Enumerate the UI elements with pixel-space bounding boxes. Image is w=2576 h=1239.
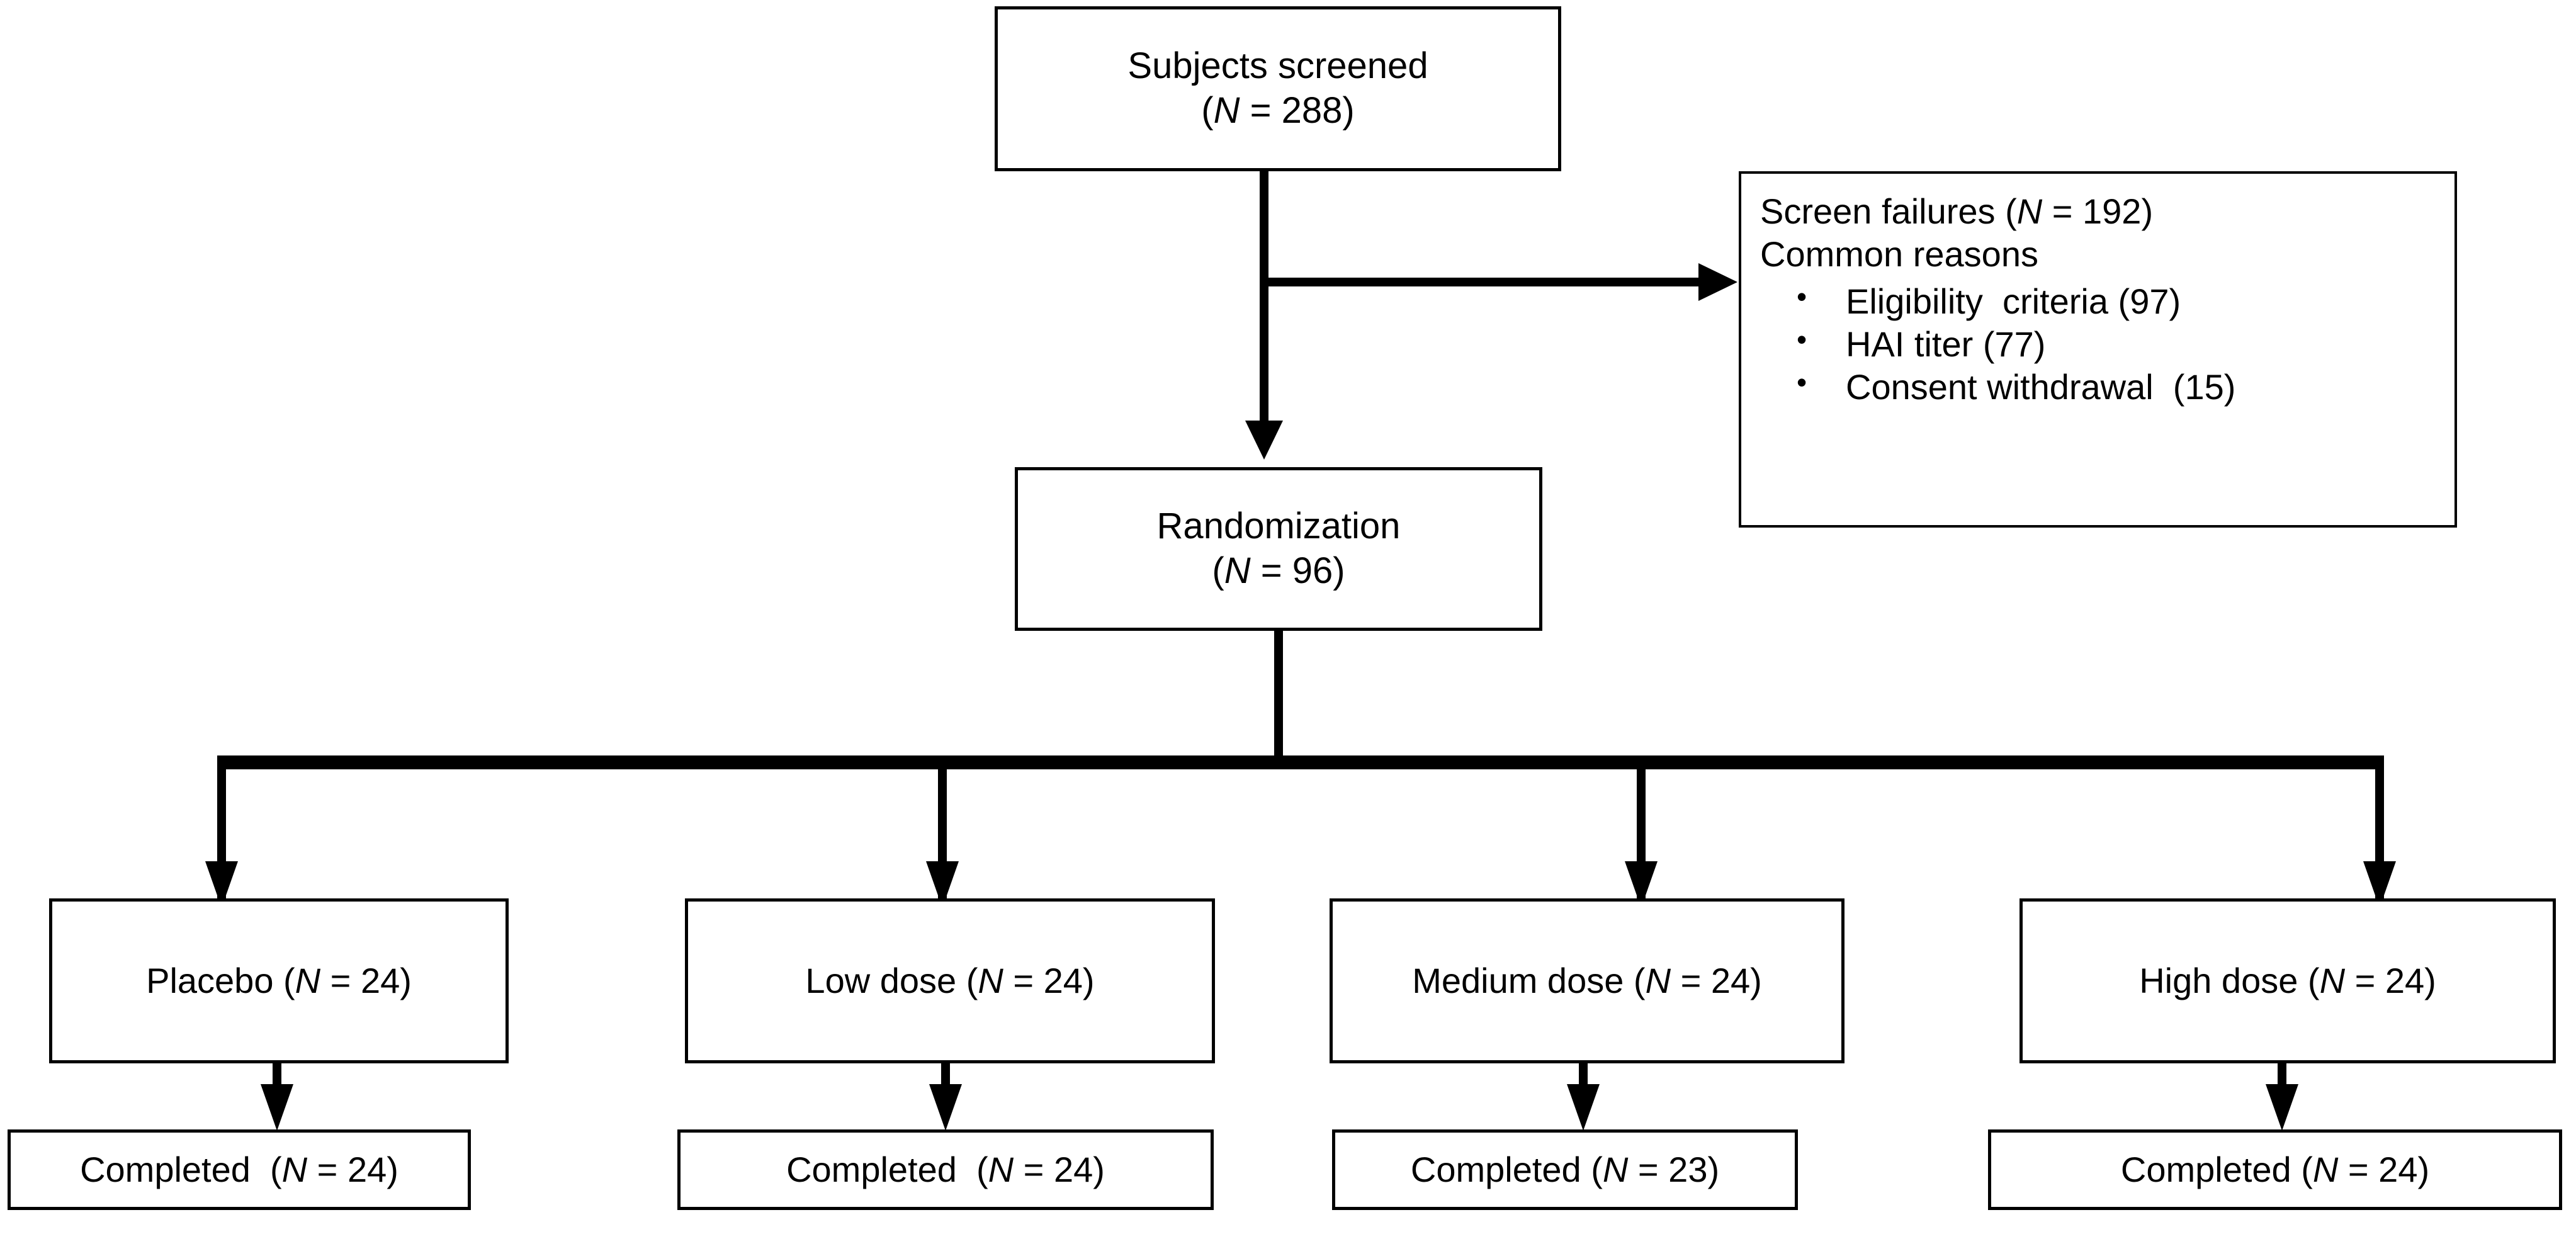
node-arm-placebo: Placebo (N = 24) [49,898,509,1063]
completed-label: Completed (N = 24) [786,1148,1105,1191]
node-subjects-screened: Subjects screened (N = 288) [995,6,1561,171]
arm-label-prefix: Medium dose ( [1412,960,1646,1000]
arm-label-prefix: Placebo ( [146,960,295,1000]
arrowhead-screen-failures [1698,263,1737,301]
completed-label-suffix: = 24) [307,1149,398,1189]
n-symbol: N [2016,191,2043,231]
arrowhead-randomization [1245,421,1283,460]
arrowhead-completed-low-dose [929,1084,962,1131]
completed-label-prefix: Completed ( [786,1149,988,1189]
subjects-screened-label: Subjects screened [1127,45,1428,87]
n-symbol: N [978,960,1003,1000]
n-symbol: N [1602,1149,1629,1189]
randomization-count: (N = 96) [1212,550,1345,591]
arm-label: Placebo (N = 24) [146,959,412,1002]
arm-label: Medium dose (N = 24) [1412,959,1762,1002]
node-randomization: Randomization (N = 96) [1015,467,1542,631]
completed-label: Completed (N = 24) [80,1148,398,1191]
arm-label-suffix: = 24) [320,960,412,1000]
node-arm-medium-dose: Medium dose (N = 24) [1330,898,1844,1063]
screen-failure-reasons-list: Eligibility criteria (97) HAI titer (77)… [1760,279,2235,409]
randomization-label: Randomization [1156,506,1401,547]
completed-label-suffix: = 23) [1628,1149,1720,1189]
arm-label-prefix: Low dose ( [805,960,978,1000]
connector-screened-to-screenfailures [1260,278,1700,286]
arm-label-suffix: = 24) [2345,960,2436,1000]
n-symbol: N [1224,550,1251,591]
list-item: HAI titer (77) [1797,322,2235,366]
n-symbol: N [1213,90,1240,131]
arm-label-suffix: = 24) [1671,960,1762,1000]
node-completed-low-dose: Completed (N = 24) [677,1129,1214,1210]
node-arm-low-dose: Low dose (N = 24) [685,898,1215,1063]
n-symbol: N [988,1149,1014,1189]
screen-failures-heading-prefix: Screen failures ( [1760,191,2017,231]
list-item: Eligibility criteria (97) [1797,279,2235,323]
screen-failures-heading: Screen failures (N = 192) [1760,190,2153,233]
n-symbol: N [2319,960,2346,1000]
completed-label-suffix: = 24) [2338,1149,2430,1189]
n-symbol: N [1645,960,1671,1000]
node-completed-placebo: Completed (N = 24) [8,1129,471,1210]
completed-label-prefix: Completed ( [80,1149,282,1189]
node-arm-high-dose: High dose (N = 24) [2020,898,2556,1063]
n-symbol: N [281,1149,308,1189]
arrowhead-completed-high-dose [2266,1084,2298,1131]
arm-label: Low dose (N = 24) [805,959,1094,1002]
connector-screened-to-randomization [1260,171,1268,424]
completed-label: Completed (N = 24) [2121,1148,2429,1191]
node-completed-medium-dose: Completed (N = 23) [1332,1129,1798,1210]
randomization-value: 96 [1292,550,1333,591]
node-completed-high-dose: Completed (N = 24) [1988,1129,2562,1210]
arrowhead-completed-placebo [261,1084,293,1131]
n-symbol: N [2312,1149,2339,1189]
connector-randomization-stem [1274,631,1283,762]
arm-label-prefix: High dose ( [2139,960,2320,1000]
arm-label-suffix: = 24) [1003,960,1095,1000]
subjects-screened-count: (N = 288) [1201,90,1355,131]
arm-label: High dose (N = 24) [2139,959,2436,1002]
connector-distribution-bus [217,755,2384,769]
screen-failures-subheading: Common reasons [1760,234,2038,274]
n-symbol: N [295,960,321,1000]
completed-label-prefix: Completed ( [2120,1149,2313,1189]
completed-label-suffix: = 24) [1014,1149,1105,1189]
list-item: Consent withdrawal (15) [1797,365,2235,409]
subjects-screened-value: 288 [1281,90,1343,131]
completed-label-prefix: Completed ( [1410,1149,1603,1189]
completed-label: Completed (N = 23) [1411,1148,1719,1191]
arrowhead-completed-medium-dose [1567,1084,1600,1131]
screen-failures-heading-suffix: = 192) [2042,191,2154,231]
node-screen-failures: Screen failures (N = 192) Common reasons… [1739,171,2457,528]
